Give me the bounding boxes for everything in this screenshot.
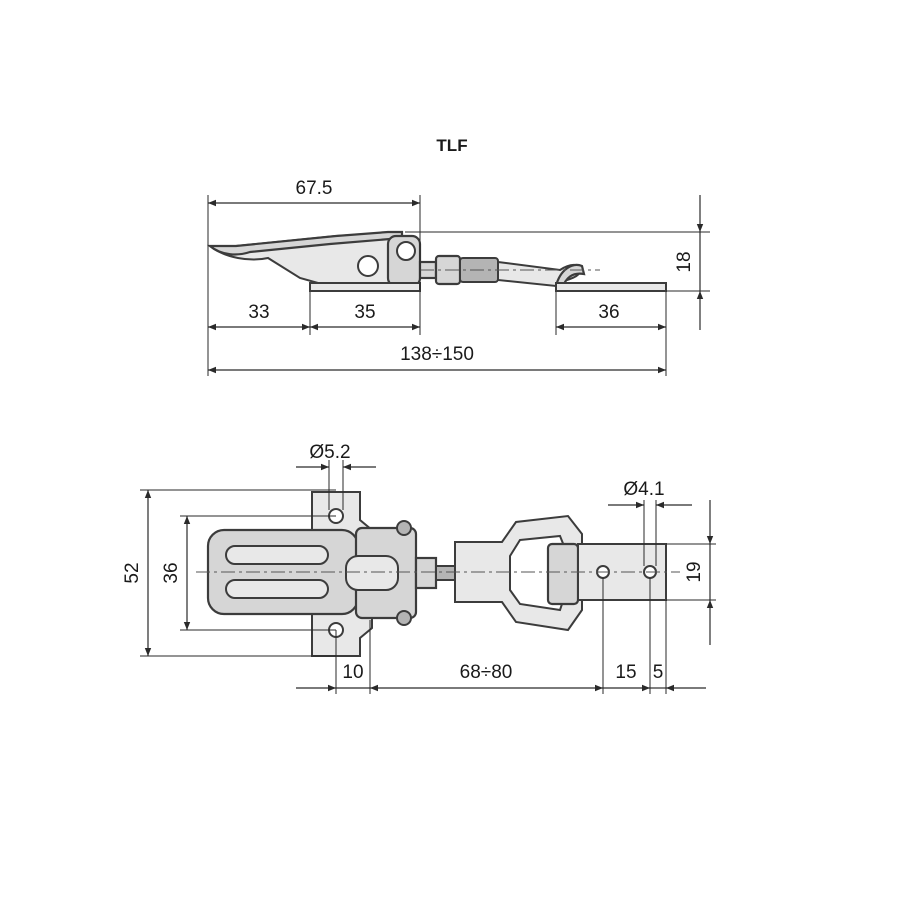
top-pivot-pin-lower bbox=[396, 610, 412, 626]
dim-reach: 68÷80 bbox=[460, 662, 513, 683]
dim-strike-hole-pitch: 15 bbox=[615, 662, 636, 683]
top-pivot-knuckle bbox=[345, 555, 399, 591]
dim-strike-edge: 5 bbox=[653, 662, 664, 683]
drawing-title: TLF bbox=[436, 136, 467, 155]
dim-base-hole: Ø5.2 bbox=[309, 442, 350, 463]
side-base-plate bbox=[309, 282, 421, 292]
side-view: 67.5 18 33 35 36 138÷150 bbox=[206, 178, 710, 376]
side-pivot-hole bbox=[396, 241, 416, 261]
top-lever-slot-lower bbox=[225, 579, 329, 599]
dim-base-left: 33 bbox=[248, 302, 269, 323]
dim-hole-spacing: 36 bbox=[161, 562, 182, 583]
top-lever-slot-upper bbox=[225, 545, 329, 565]
top-hook-latch bbox=[546, 542, 580, 606]
side-lever-top bbox=[206, 230, 404, 256]
dim-height: 18 bbox=[674, 251, 695, 272]
top-pivot-pin-upper bbox=[396, 520, 412, 536]
dim-strike-hole: Ø4.1 bbox=[623, 479, 664, 500]
dim-strike-length: 36 bbox=[598, 302, 619, 323]
dim-lever-length: 67.5 bbox=[296, 178, 333, 199]
dim-offset: 10 bbox=[342, 662, 363, 683]
top-rod-shaft bbox=[435, 565, 457, 581]
top-view: Ø5.2 Ø4.1 52 36 19 10 68÷80 15 5 bbox=[122, 442, 716, 694]
side-lever-hole bbox=[357, 255, 379, 277]
top-rod-coupling bbox=[414, 556, 438, 590]
dim-base-mid: 35 bbox=[354, 302, 375, 323]
dim-strike-width: 19 bbox=[684, 561, 705, 582]
side-strike-plate bbox=[555, 282, 667, 292]
dim-overall-height: 52 bbox=[122, 562, 143, 583]
dim-overall-length: 138÷150 bbox=[400, 344, 474, 365]
